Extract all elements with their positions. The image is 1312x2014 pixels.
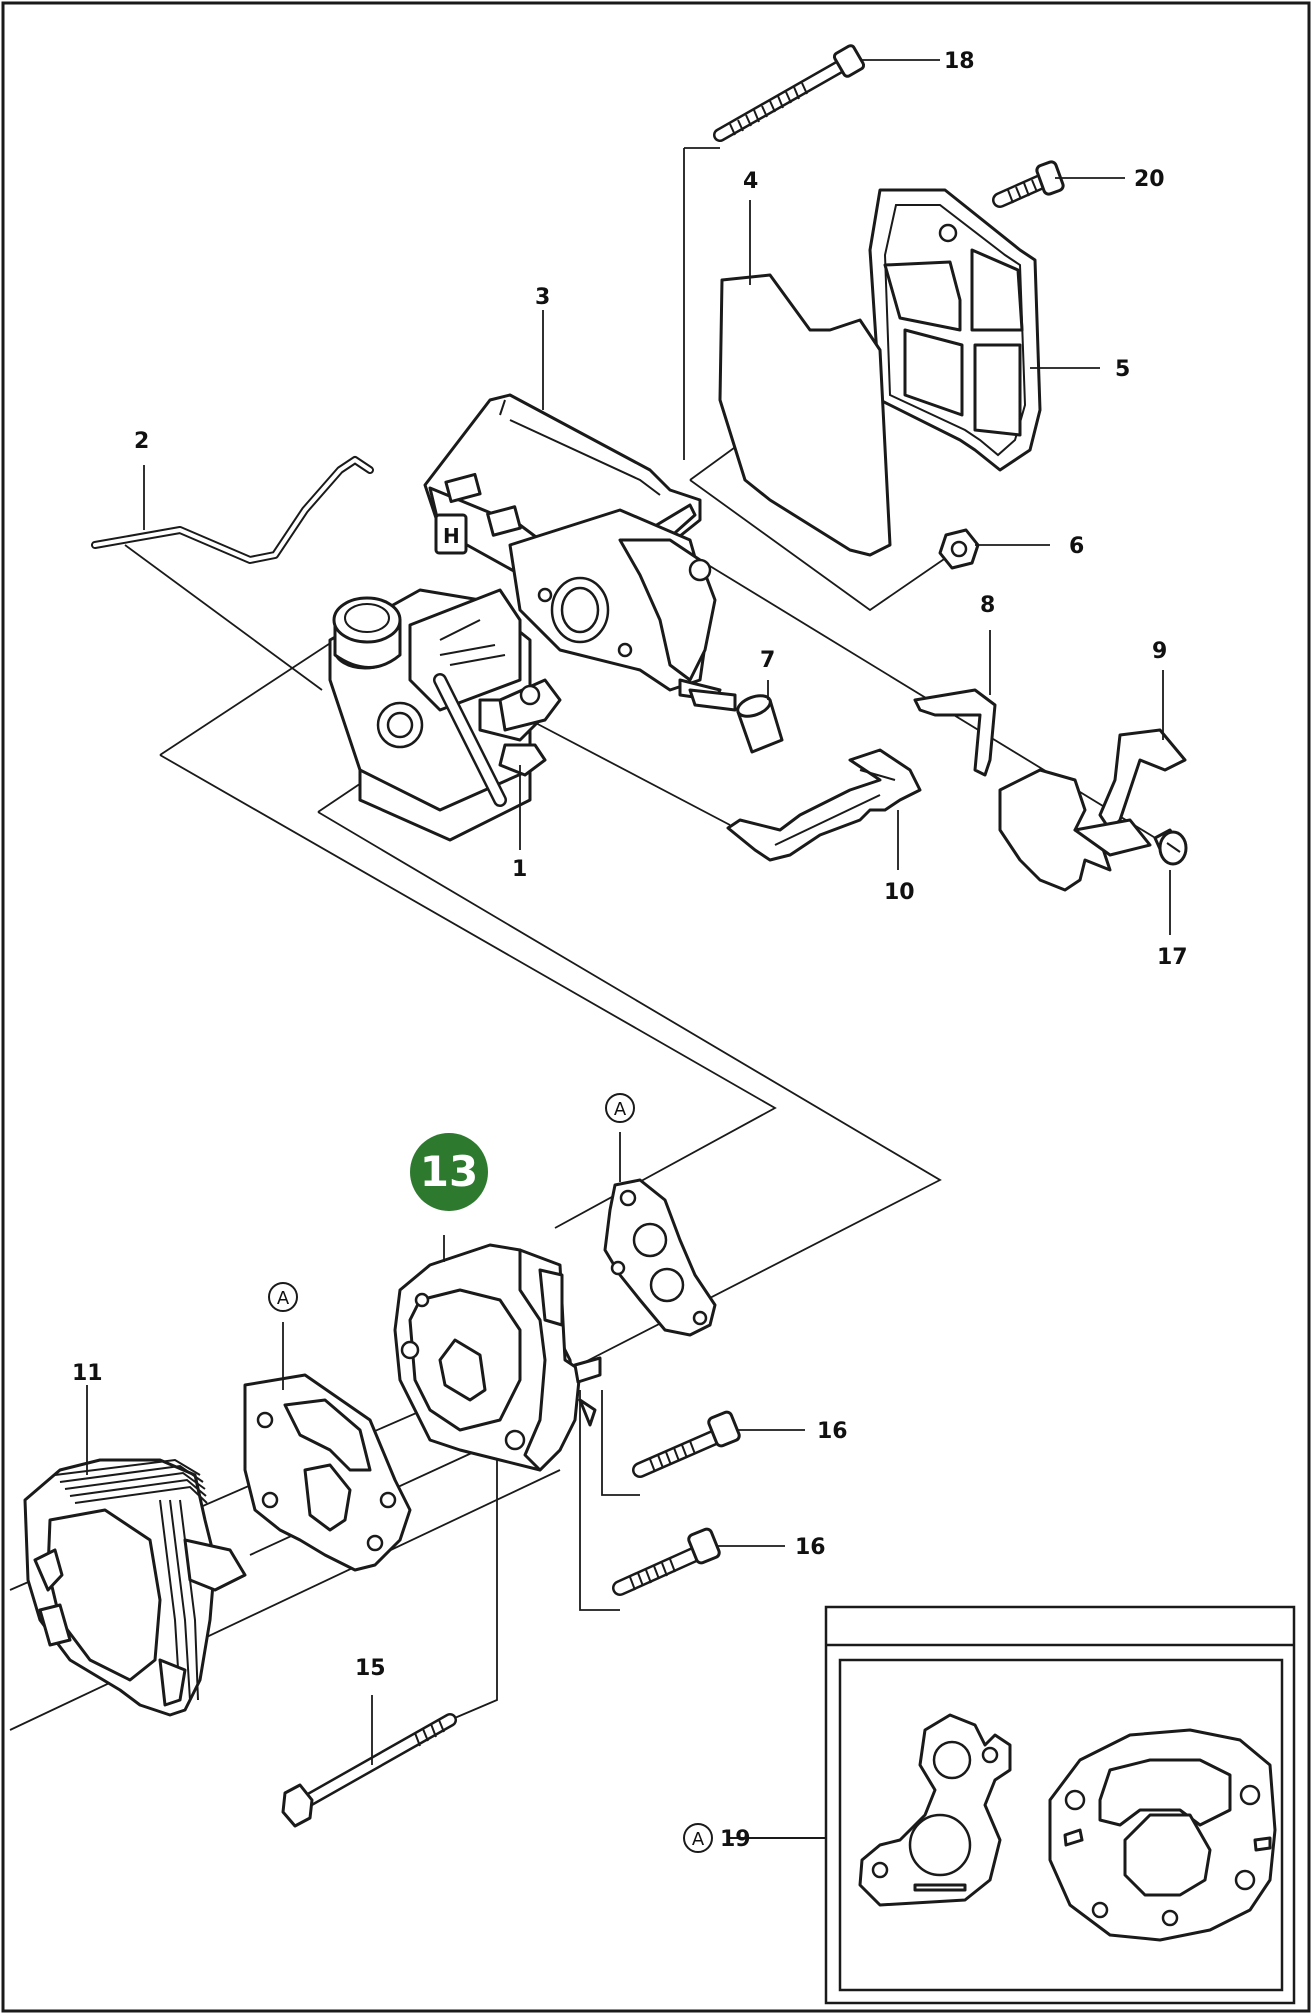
part-11-ignition-coil <box>23 1458 247 1717</box>
highlight-badge-13: 13 <box>410 1133 488 1211</box>
callout-18: 18 <box>944 49 975 74</box>
ref-marker-a-top: A <box>605 1093 635 1123</box>
svg-text:A: A <box>614 1099 627 1120</box>
callout-2: 2 <box>134 429 149 454</box>
callout-15: 15 <box>355 1656 386 1681</box>
gasket-a-left <box>243 1373 412 1572</box>
part-4-filter <box>718 273 892 557</box>
part-13-intake-manifold <box>393 1243 602 1472</box>
part-8-clip <box>913 688 997 777</box>
part-16-bolt-lower <box>612 1527 721 1596</box>
callout-4: 4 <box>743 169 758 194</box>
callout-3: 3 <box>535 285 550 310</box>
part-9-lever <box>998 728 1187 892</box>
callout-17: 17 <box>1157 945 1188 970</box>
part-16-bolt-upper <box>632 1410 741 1478</box>
callout-5: 5 <box>1115 357 1130 382</box>
callout-10: 10 <box>884 880 915 905</box>
part-17-screw <box>1153 828 1188 866</box>
part-10-trigger <box>726 748 922 862</box>
gasket-a-right <box>603 1178 717 1337</box>
part-19-kit-inset <box>730 1605 1296 2005</box>
callout-6: 6 <box>1069 534 1084 559</box>
part-20-screw <box>992 160 1065 208</box>
callout-16-upper: 16 <box>817 1419 848 1444</box>
callout-7: 7 <box>760 648 775 673</box>
svg-text:13: 13 <box>420 1147 478 1196</box>
callout-labels: 18 20 4 3 5 2 6 7 8 9 1 10 17 11 15 16 1… <box>72 49 1188 1852</box>
callout-8: 8 <box>980 593 995 618</box>
part-15-bolt <box>281 1713 457 1828</box>
ref-marker-a-kit: A <box>683 1823 713 1853</box>
adapter-plate <box>508 508 722 702</box>
part-1-carburetor <box>328 588 562 842</box>
part-2-choke-rod <box>91 456 374 564</box>
part-18-bolt <box>713 44 866 142</box>
callout-19: 19 <box>720 1827 751 1852</box>
svg-text:A: A <box>692 1829 705 1850</box>
callout-16-lower: 16 <box>795 1535 826 1560</box>
ref-marker-a-left: A <box>268 1282 298 1312</box>
part-6-nut <box>938 528 980 570</box>
callout-leaders <box>86 59 1171 1765</box>
part-7-bushing <box>688 688 784 754</box>
part-5-filter-frame <box>868 188 1042 472</box>
callout-20: 20 <box>1134 167 1165 192</box>
callout-11: 11 <box>72 1361 103 1386</box>
brand-logo: H <box>443 524 460 548</box>
svg-text:A: A <box>277 1288 290 1309</box>
callout-9: 9 <box>1152 639 1167 664</box>
callout-1: 1 <box>512 857 527 882</box>
